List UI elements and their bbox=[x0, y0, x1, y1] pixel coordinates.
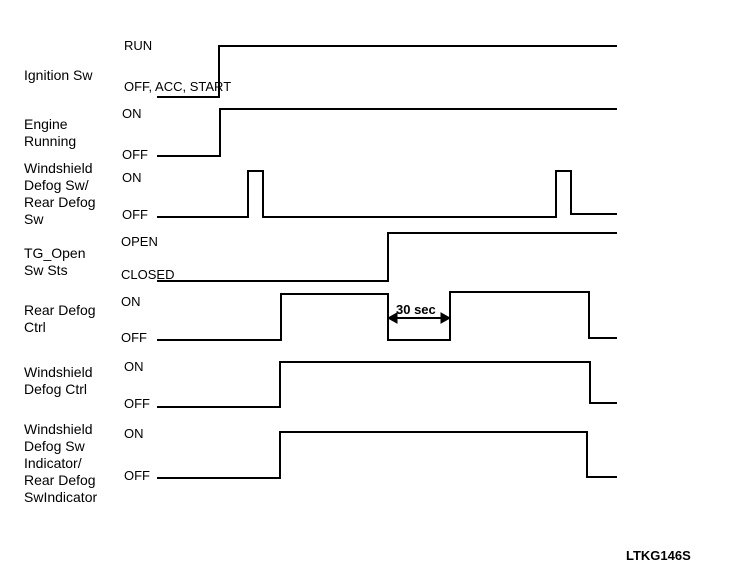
label-line: Rear Defog bbox=[24, 302, 96, 318]
signal-label-engine: Engine Running bbox=[24, 116, 76, 150]
level-high-engine: ON bbox=[122, 106, 142, 121]
label-line: Sw Sts bbox=[24, 262, 68, 278]
signal-label-ws-ctrl: Windshield Defog Ctrl bbox=[24, 364, 92, 398]
waveform-ignition bbox=[157, 45, 617, 98]
label-line: Windshield bbox=[24, 421, 93, 437]
waveform-engine bbox=[157, 108, 617, 157]
level-low-ignition: OFF, ACC, START bbox=[124, 79, 232, 94]
waveform-rear-ctrl bbox=[157, 291, 617, 341]
label-line: Windshield bbox=[24, 160, 93, 176]
signal-label-tg-open: TG_Open Sw Sts bbox=[24, 245, 85, 279]
label-line: Rear Defog bbox=[24, 194, 96, 210]
waveform-ws-ctrl bbox=[157, 361, 617, 408]
level-low-defog-sw: OFF bbox=[122, 207, 148, 222]
label-line: Rear Defog bbox=[24, 472, 96, 488]
signal-label-rear-ctrl: Rear Defog Ctrl bbox=[24, 302, 96, 336]
duration-label: 30 sec bbox=[396, 302, 436, 317]
level-low-indicator: OFF bbox=[124, 468, 150, 483]
signal-label-ignition: Ignition Sw bbox=[24, 67, 92, 84]
waveform-indicator bbox=[157, 431, 617, 479]
level-high-indicator: ON bbox=[124, 426, 144, 441]
label-line: Ctrl bbox=[24, 319, 46, 335]
label-line: TG_Open bbox=[24, 245, 86, 261]
label-line: Defog Sw/ bbox=[24, 177, 89, 193]
signal-label-indicator: Windshield Defog Sw Indicator/ Rear Defo… bbox=[24, 421, 97, 506]
level-high-ignition: RUN bbox=[124, 38, 153, 53]
waveform-tg-open bbox=[157, 232, 617, 282]
label-line: Engine bbox=[24, 116, 68, 132]
label-line: Defog Ctrl bbox=[24, 381, 88, 397]
level-low-rear-ctrl: OFF bbox=[121, 330, 147, 345]
level-low-ws-ctrl: OFF bbox=[124, 396, 150, 411]
label-line: Ignition Sw bbox=[24, 67, 93, 83]
waveform-defog-sw bbox=[157, 170, 617, 218]
duration-arrow bbox=[386, 312, 452, 324]
level-low-tg-open: CLOSED bbox=[121, 267, 175, 282]
label-line: Sw bbox=[24, 211, 44, 227]
label-line: SwIndicator bbox=[24, 489, 98, 505]
level-high-rear-ctrl: ON bbox=[121, 294, 141, 309]
level-high-ws-ctrl: ON bbox=[124, 359, 144, 374]
label-line: Windshield bbox=[24, 364, 93, 380]
level-high-tg-open: OPEN bbox=[121, 234, 158, 249]
signal-label-defog-sw: Windshield Defog Sw/ Rear Defog Sw bbox=[24, 160, 96, 228]
label-line: Running bbox=[24, 133, 77, 149]
label-line: Indicator/ bbox=[24, 455, 82, 471]
level-low-engine: OFF bbox=[122, 147, 148, 162]
label-line: Defog Sw bbox=[24, 438, 85, 454]
level-high-defog-sw: ON bbox=[122, 170, 142, 185]
figure-code: LTKG146S bbox=[626, 548, 691, 563]
